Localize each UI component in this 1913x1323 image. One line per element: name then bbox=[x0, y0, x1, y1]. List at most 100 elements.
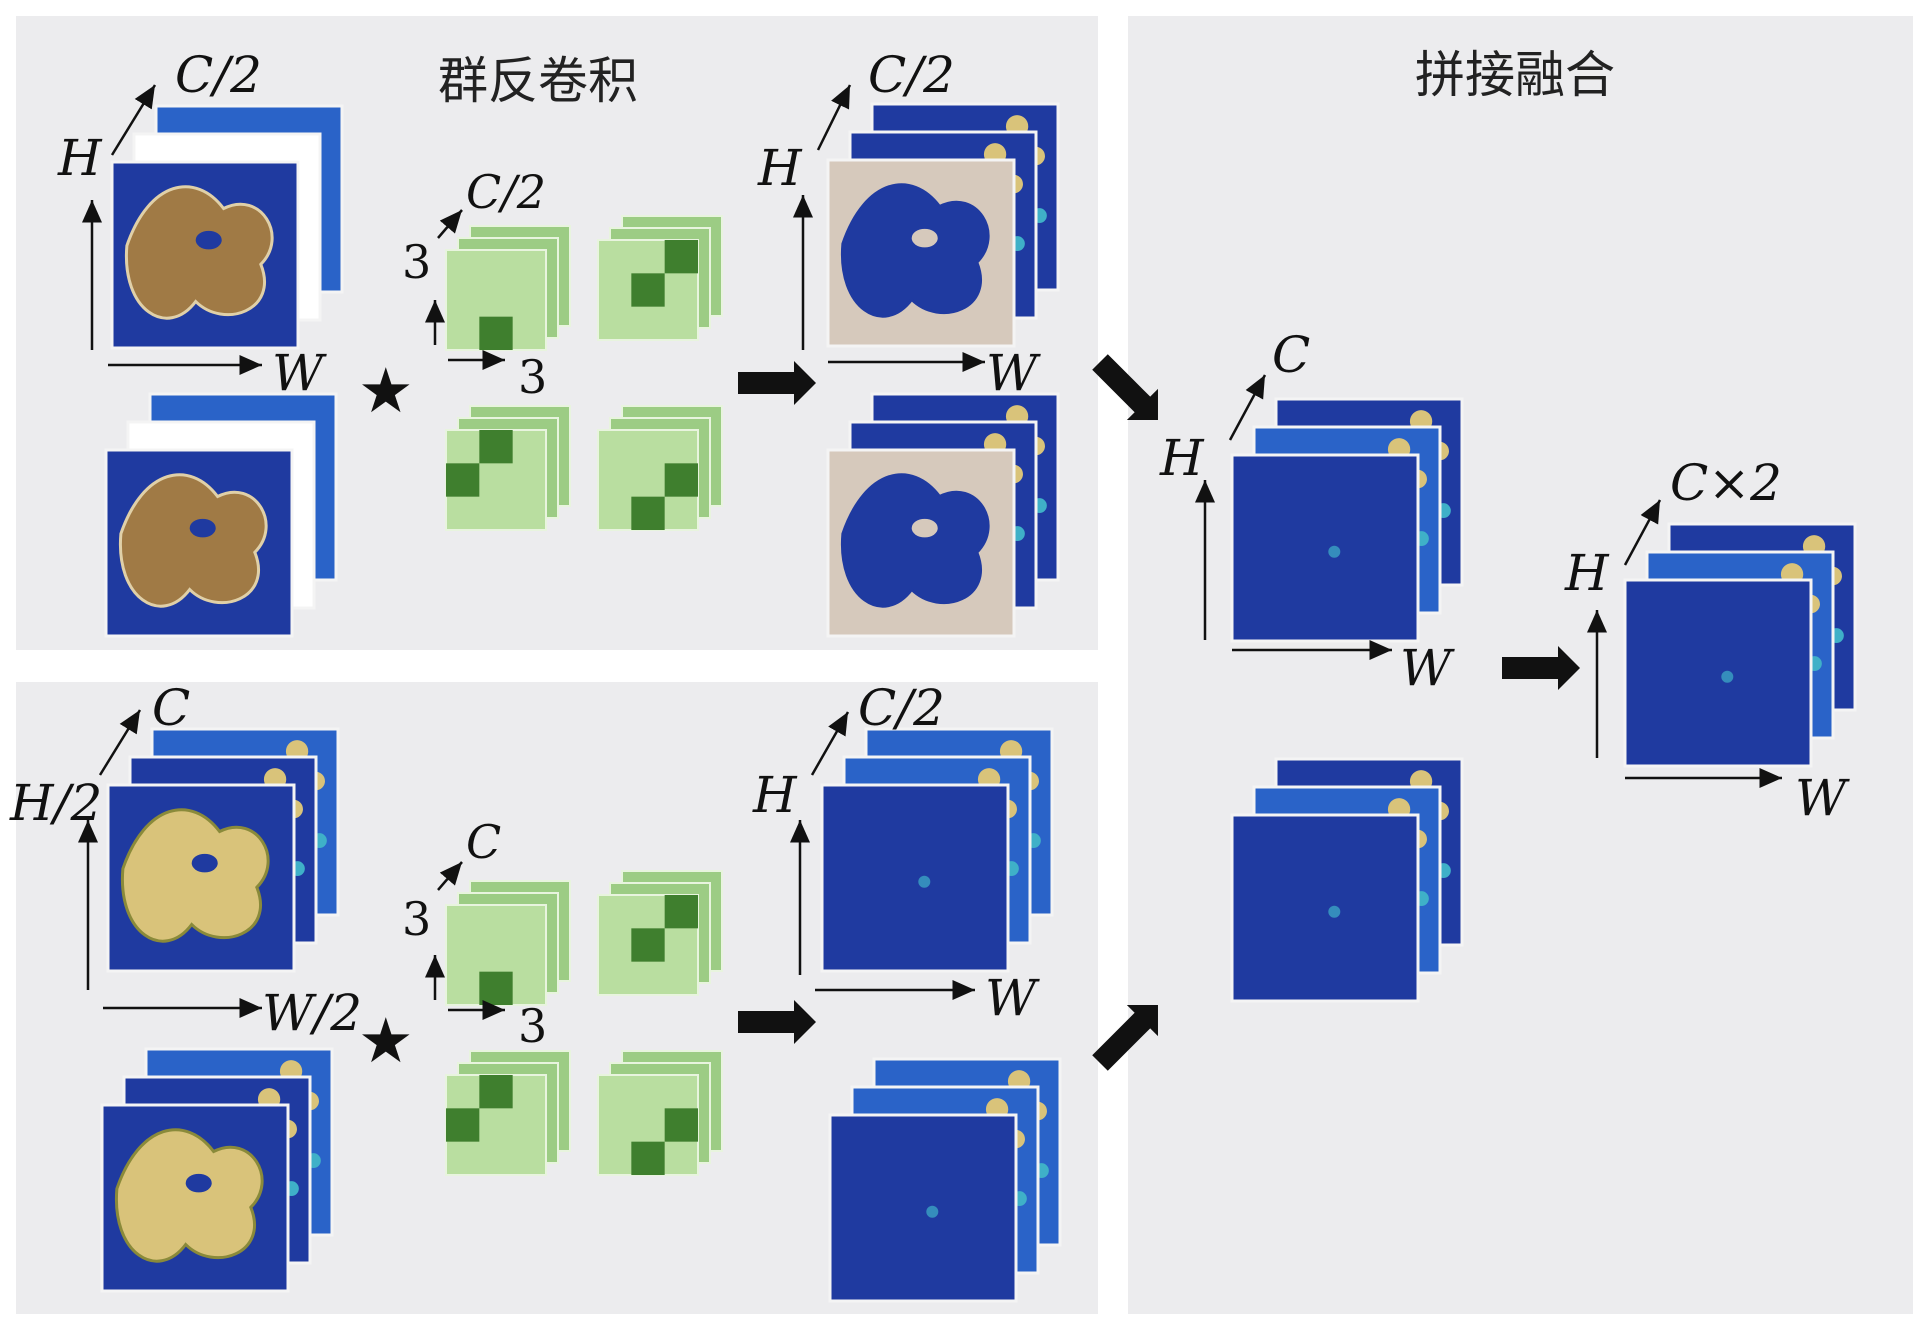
top-kernel-depth-label: C/2 bbox=[466, 165, 546, 219]
top-to-fusion-arrow-shape bbox=[1092, 354, 1158, 420]
final-output-stack-front-layer bbox=[1623, 578, 1813, 768]
bottom-to-fusion-arrow-shape bbox=[1092, 1005, 1158, 1071]
fusion-to-final-arrow-shape bbox=[1502, 646, 1580, 690]
fusion-c-axis bbox=[1228, 374, 1267, 441]
bottom-input-stack-1-blob bbox=[120, 808, 270, 943]
bottom-kernel-depth-label: C bbox=[466, 815, 501, 869]
bottom-input-c-axis bbox=[98, 709, 142, 776]
bottom-output-stack-1-front-layer bbox=[820, 783, 1010, 973]
bottom-kernel-4-weight-cell bbox=[664, 1108, 698, 1142]
top-input-stack-1 bbox=[110, 104, 344, 350]
top-kernel-c-axis bbox=[437, 209, 463, 239]
top-kernel-width-label: 3 bbox=[518, 350, 547, 404]
top-output-stack-2-blob bbox=[840, 473, 990, 608]
top-kernel-3 bbox=[445, 405, 571, 531]
bottom-kernel-3-weight-cell bbox=[479, 1075, 513, 1109]
top-input-stack-1-blob-hole bbox=[195, 230, 222, 250]
bottom-kernel-width-label: 3 bbox=[518, 999, 547, 1053]
fusion-stack-1-front-layer bbox=[1230, 453, 1420, 643]
top-to-fusion-arrow bbox=[1092, 354, 1158, 420]
top-input-stack-1-blob bbox=[124, 185, 274, 320]
top-kernel-1-slice bbox=[445, 249, 547, 351]
bottom-to-output-arrow-shape bbox=[738, 1000, 816, 1044]
top-kernel-4-weight-cell bbox=[631, 496, 665, 530]
top-output-stack-2-blob-hole bbox=[911, 518, 938, 538]
final-c-axis bbox=[1623, 499, 1662, 566]
top-kernel-height-label: 3 bbox=[402, 235, 431, 289]
top-input-stack-2-blob bbox=[118, 473, 268, 608]
bottom-kernel-1-weight-cell bbox=[479, 971, 513, 1005]
bottom-kernel-4-weight-cell bbox=[631, 1141, 665, 1175]
top-kernel-3-weight-cell bbox=[446, 463, 480, 497]
top-input-depth-label: C/2 bbox=[175, 46, 262, 104]
final-depth-label: C×2 bbox=[1670, 454, 1782, 512]
bottom-output-stack-1 bbox=[820, 727, 1054, 973]
bottom-input-stack-1 bbox=[106, 727, 340, 973]
top-input-height-label: H bbox=[57, 129, 103, 187]
top-kernel-2-weight-cell bbox=[631, 273, 665, 307]
bottom-kernel-height-label: 3 bbox=[402, 892, 431, 946]
top-kernel-1 bbox=[445, 225, 571, 351]
top-output-depth-label: C/2 bbox=[868, 46, 955, 104]
final-output-stack-center-dot bbox=[1721, 670, 1734, 683]
bottom-kernel-3-weight-cell bbox=[446, 1108, 480, 1142]
bottom-input-stack-2 bbox=[100, 1047, 334, 1293]
final-output-stack bbox=[1623, 522, 1857, 768]
bottom-output-width-label: W bbox=[985, 969, 1040, 1027]
convolution-star-top: ★ bbox=[358, 354, 414, 427]
bottom-kernel-1 bbox=[445, 880, 571, 1006]
bottom-output-depth-label: C/2 bbox=[858, 679, 945, 737]
bottom-kernel-2 bbox=[597, 870, 723, 996]
bottom-kernel-2-weight-cell bbox=[664, 895, 698, 929]
fusion-stack-2-center-dot bbox=[1328, 905, 1341, 918]
fusion-depth-label: C bbox=[1272, 326, 1310, 384]
top-output-stack-1 bbox=[826, 102, 1060, 348]
bottom-to-output-arrow bbox=[738, 1000, 816, 1044]
top-kernel-1-weight-cell bbox=[479, 316, 513, 350]
bottom-output-stack-2-front-layer bbox=[828, 1113, 1018, 1303]
bottom-input-height-label: H/2 bbox=[9, 774, 102, 832]
top-input-stack-2 bbox=[104, 392, 338, 638]
concat-fusion-title: 拼接融合 bbox=[1415, 46, 1615, 104]
bottom-kernel-3 bbox=[445, 1050, 571, 1176]
fusion-stack-2 bbox=[1230, 757, 1464, 1003]
bottom-input-depth-label: C bbox=[152, 679, 190, 737]
top-kernel-4 bbox=[597, 405, 723, 531]
top-output-stack-1-blob bbox=[840, 183, 990, 318]
top-input-width-label: W bbox=[272, 344, 327, 402]
bottom-kernel-4 bbox=[597, 1050, 723, 1176]
fusion-stack-1 bbox=[1230, 397, 1464, 643]
bottom-kernel-c-axis bbox=[437, 861, 463, 891]
convolution-star-bottom: ★ bbox=[358, 1004, 414, 1077]
top-to-output-arrow-shape bbox=[738, 361, 816, 405]
top-output-c-axis bbox=[816, 84, 852, 151]
top-input-c-axis bbox=[110, 84, 157, 156]
bottom-input-stack-1-blob-hole bbox=[191, 853, 218, 873]
group-deconv-title: 群反卷积 bbox=[438, 52, 638, 110]
bottom-kernel-2-weight-cell bbox=[631, 928, 665, 962]
bottom-output-stack-2 bbox=[828, 1057, 1062, 1303]
top-output-stack-1-blob-hole bbox=[911, 228, 938, 248]
top-output-stack-2 bbox=[826, 392, 1060, 638]
bottom-output-stack-2-center-dot bbox=[926, 1205, 939, 1218]
fusion-stack-1-center-dot bbox=[1328, 545, 1341, 558]
top-kernel-4-weight-cell bbox=[664, 463, 698, 497]
top-input-stack-2-blob-hole bbox=[189, 518, 216, 538]
final-width-label: W bbox=[1795, 769, 1850, 827]
top-kernel-2 bbox=[597, 215, 723, 341]
fusion-stack-2-front-layer bbox=[1230, 813, 1420, 1003]
fusion-width-label: W bbox=[1400, 639, 1455, 697]
bottom-to-fusion-arrow bbox=[1092, 1005, 1158, 1071]
bottom-output-height-label: H bbox=[752, 766, 798, 824]
top-kernel-3-weight-cell bbox=[479, 430, 513, 464]
top-kernel-2-weight-cell bbox=[664, 240, 698, 274]
top-output-width-label: W bbox=[986, 344, 1041, 402]
top-to-output-arrow bbox=[738, 361, 816, 405]
final-height-label: H bbox=[1564, 544, 1610, 602]
bottom-input-stack-2-blob-hole bbox=[185, 1173, 212, 1193]
bottom-output-stack-1-center-dot bbox=[918, 875, 931, 888]
bottom-output-c-axis bbox=[810, 711, 850, 776]
bottom-input-width-label: W/2 bbox=[262, 984, 362, 1042]
fusion-to-final-arrow bbox=[1502, 646, 1580, 690]
